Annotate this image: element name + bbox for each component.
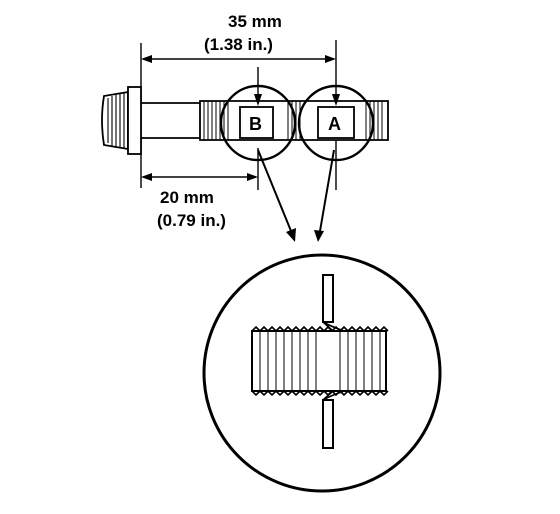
plate-section-top: [322, 274, 334, 323]
dimension-35mm-metric: 35 mm: [228, 12, 282, 31]
callout-arrow-a: [319, 149, 335, 232]
dimension-20mm-imperial: (0.79 in.): [157, 211, 226, 230]
callout-arrow-b-head: [286, 228, 296, 242]
dimension-35mm-imperial: (1.38 in.): [204, 35, 273, 54]
callout-arrow-a-head: [314, 230, 324, 242]
dimension-20mm: 20 mm (0.79 in.): [141, 148, 259, 230]
arrow-down-b-head: [254, 94, 262, 106]
magnified-thread-crest-bottom: [251, 389, 389, 397]
dimension-20mm-metric: 20 mm: [160, 188, 214, 207]
point-b-label: B: [249, 114, 262, 134]
marker-box-a: [317, 106, 355, 139]
marker-box-b: [239, 106, 274, 139]
magnified-thread-crest-top: [251, 325, 389, 333]
magnified-detail-view: [202, 253, 442, 493]
circle-a: [297, 84, 375, 162]
magnified-thread-lines: [259, 331, 381, 391]
bolt-head-serrations: [107, 93, 125, 148]
inspection-point-a: A: [297, 84, 375, 162]
dimension-35mm: 35 mm (1.38 in.): [140, 12, 337, 190]
arrowhead-right-35mm: [325, 55, 336, 63]
callout-arrows: [257, 149, 335, 242]
plate-section-bottom: [322, 399, 334, 449]
arrow-down-a-head: [332, 94, 340, 106]
arrowhead-left-35mm: [141, 55, 152, 63]
arrowhead-right-20mm: [247, 173, 258, 181]
point-a-label: A: [328, 114, 341, 134]
callout-arrow-b: [257, 149, 292, 232]
inspection-point-b: B: [219, 67, 297, 162]
magnified-bolt-threads: [251, 330, 387, 392]
bolt-flange: [127, 86, 142, 155]
arrowhead-left-20mm: [141, 173, 152, 181]
